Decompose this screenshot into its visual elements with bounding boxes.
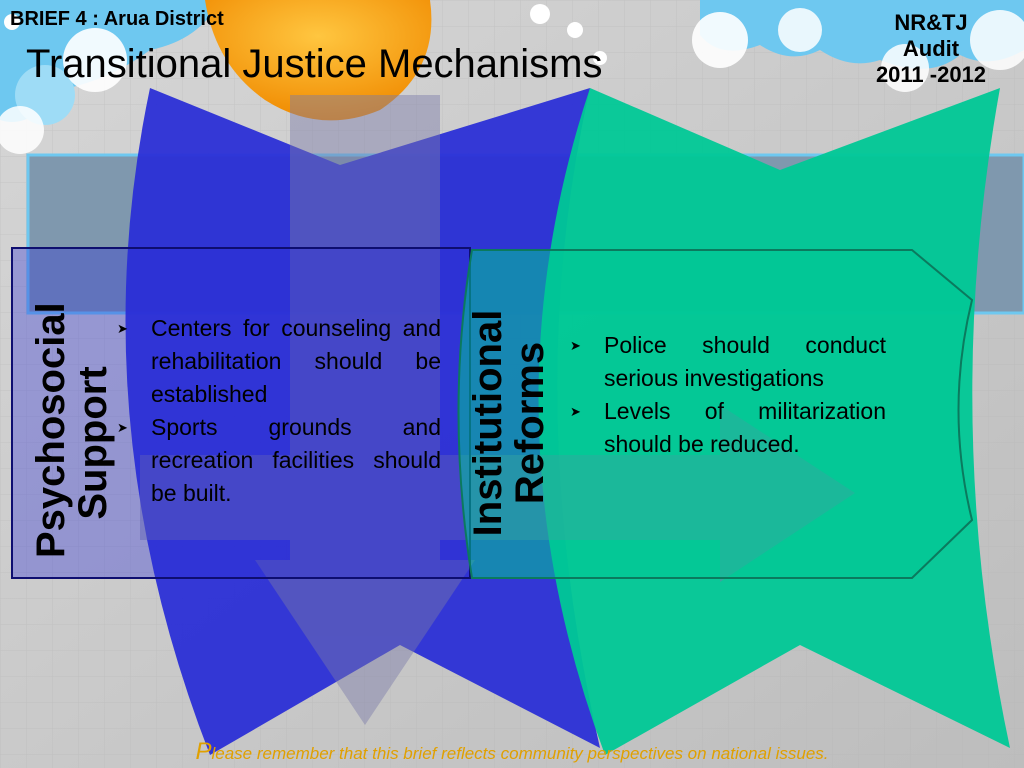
- bullet-arrow-icon: ➤: [570, 404, 581, 419]
- institutional-bullet-list: ➤ Police should conduct serious investig…: [570, 329, 886, 461]
- footer-note: Please remember that this brief reflects…: [0, 738, 1024, 766]
- audit-line: 2011 -2012: [875, 62, 987, 87]
- footer-initial: P: [195, 738, 212, 765]
- bullet-text: Sports grounds and recreation facilities…: [151, 414, 441, 506]
- bullet-text: Police should conduct serious investigat…: [604, 332, 886, 391]
- bullet-arrow-icon: ➤: [570, 338, 581, 353]
- bullet-text: Centers for counseling and rehabilitatio…: [151, 315, 441, 407]
- list-item: ➤ Sports grounds and recreation faciliti…: [117, 411, 441, 510]
- bullet-text: Levels of militarization should be reduc…: [604, 398, 886, 457]
- page-title: Transitional Justice Mechanisms: [26, 42, 603, 86]
- label-line: Support: [71, 366, 115, 520]
- bullet-arrow-icon: ➤: [117, 420, 128, 435]
- sky-clouds-decoration: [0, 0, 1024, 154]
- psychosocial-frame: [11, 247, 471, 579]
- audit-line: Audit: [902, 36, 960, 61]
- brief-label: BRIEF 4 : Arua District: [10, 8, 224, 30]
- psychosocial-bullet-list: ➤ Centers for counseling and rehabilitat…: [117, 312, 441, 510]
- audit-line: NR&TJ: [894, 10, 968, 35]
- psychosocial-support-label: Psychosocial Support: [29, 302, 120, 558]
- label-line: Reforms: [508, 341, 552, 505]
- list-item: ➤ Police should conduct serious investig…: [570, 329, 886, 395]
- label-line: Psychosocial: [29, 302, 73, 558]
- label-line: Institutional: [466, 309, 510, 537]
- bullet-arrow-icon: ➤: [117, 321, 128, 336]
- footer-text: lease remember that this brief reflects …: [211, 744, 829, 763]
- institutional-frame: [457, 249, 974, 579]
- audit-badge: NR&TJ Audit 2011 -2012: [856, 10, 1006, 88]
- sun-decoration: [205, 0, 432, 121]
- list-item: ➤ Levels of militarization should be red…: [570, 395, 886, 461]
- list-item: ➤ Centers for counseling and rehabilitat…: [117, 312, 441, 411]
- institutional-reforms-label: Institutional Reforms: [466, 308, 557, 538]
